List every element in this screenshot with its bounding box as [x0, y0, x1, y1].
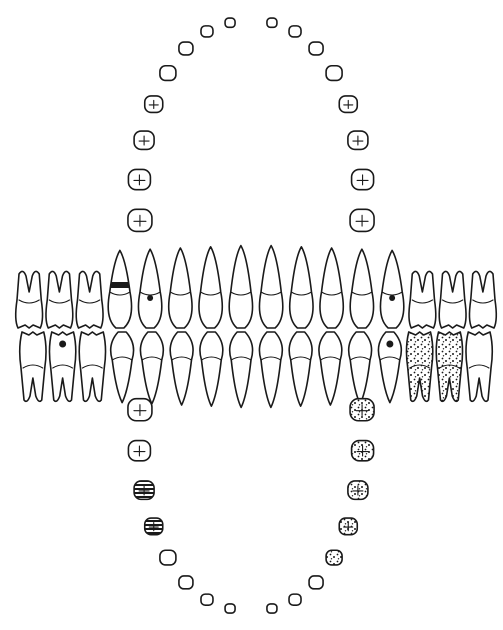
lower-tooth — [406, 332, 432, 401]
lower-tooth — [230, 332, 253, 407]
upper-teeth-row — [16, 246, 497, 328]
upper-tooth — [229, 246, 252, 328]
lower-tooth — [289, 332, 312, 406]
maxillary-tooth — [160, 66, 176, 81]
lower-tooth — [349, 332, 372, 404]
maxillary-tooth — [179, 42, 193, 55]
lower-tooth — [466, 332, 492, 401]
maxillary-tooth — [309, 42, 323, 55]
lower-tooth — [79, 332, 105, 401]
upper-tooth-band — [111, 282, 129, 288]
mandibular-arch — [128, 399, 374, 613]
mandibular-tooth — [225, 604, 235, 613]
mandibular-tooth — [160, 550, 176, 565]
lower-tooth-marker — [386, 341, 393, 348]
upper-tooth — [76, 271, 103, 328]
lower-tooth — [20, 332, 46, 401]
upper-tooth — [350, 249, 373, 328]
maxillary-tooth — [201, 26, 213, 37]
lower-tooth — [319, 332, 342, 405]
upper-tooth — [320, 248, 343, 328]
upper-tooth — [199, 247, 222, 328]
upper-tooth — [169, 248, 192, 328]
mandibular-tooth — [289, 594, 301, 605]
lower-teeth-row — [20, 332, 493, 407]
maxillary-tooth — [289, 26, 301, 37]
upper-tooth — [16, 271, 43, 328]
lower-tooth — [259, 332, 282, 407]
upper-tooth — [380, 250, 403, 328]
upper-tooth — [259, 246, 282, 328]
mandibular-tooth — [267, 604, 277, 613]
maxillary-arch — [128, 18, 374, 231]
lower-tooth-marker — [59, 341, 66, 348]
mandibular-tooth — [309, 576, 323, 589]
mandibular-tooth — [179, 576, 193, 589]
upper-tooth — [46, 271, 73, 328]
upper-tooth — [290, 247, 313, 328]
upper-tooth — [469, 271, 496, 328]
upper-tooth-marker — [389, 295, 395, 301]
lower-tooth — [111, 332, 134, 403]
mandibular-tooth — [326, 550, 342, 565]
lower-tooth — [436, 332, 462, 401]
maxillary-tooth — [267, 18, 277, 27]
upper-tooth-marker — [147, 295, 153, 301]
upper-tooth — [409, 271, 436, 328]
upper-tooth — [138, 249, 161, 328]
maxillary-tooth — [326, 66, 342, 81]
upper-tooth — [439, 271, 466, 328]
mandibular-tooth — [201, 594, 213, 605]
lower-tooth — [200, 332, 223, 406]
upper-tooth — [108, 250, 131, 328]
lower-tooth — [140, 332, 163, 404]
lower-tooth — [170, 332, 193, 405]
maxillary-tooth — [225, 18, 235, 27]
